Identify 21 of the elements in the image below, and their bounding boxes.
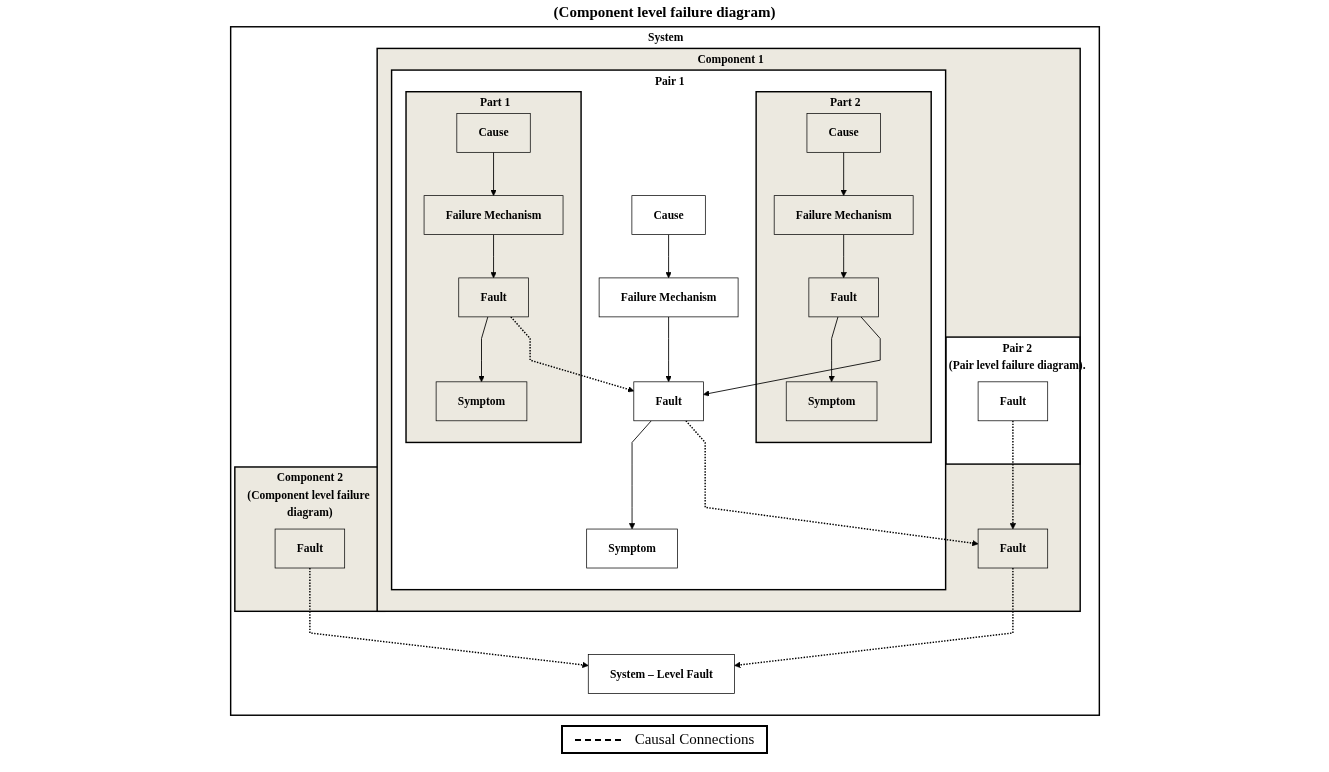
legend-text: Causal Connections (634, 731, 755, 748)
node-box: Symptom (435, 381, 527, 422)
node-box: Cause (455, 113, 531, 153)
note-text: (Component level failure diagram) (553, 4, 776, 21)
node-box: Fault (808, 277, 879, 318)
arrow (684, 420, 978, 547)
node-box: Failure Mechanism (598, 277, 738, 318)
node-box: System – Level Fault (587, 654, 735, 694)
node-box: Fault (977, 381, 1048, 422)
node-box: Fault (632, 381, 704, 422)
node-box: Cause (806, 113, 881, 153)
node-box: Symptom (585, 528, 678, 569)
arrow (1009, 420, 1016, 530)
node-box: Fault (457, 277, 529, 318)
node-box: Failure Mechanism (773, 195, 913, 235)
arrow (509, 316, 634, 393)
node-box: Cause (631, 195, 706, 235)
node-box: Symptom (785, 381, 877, 422)
node-box: Fault (274, 528, 345, 569)
node-box: Failure Mechanism (423, 195, 563, 235)
node-box: Fault (977, 528, 1048, 569)
